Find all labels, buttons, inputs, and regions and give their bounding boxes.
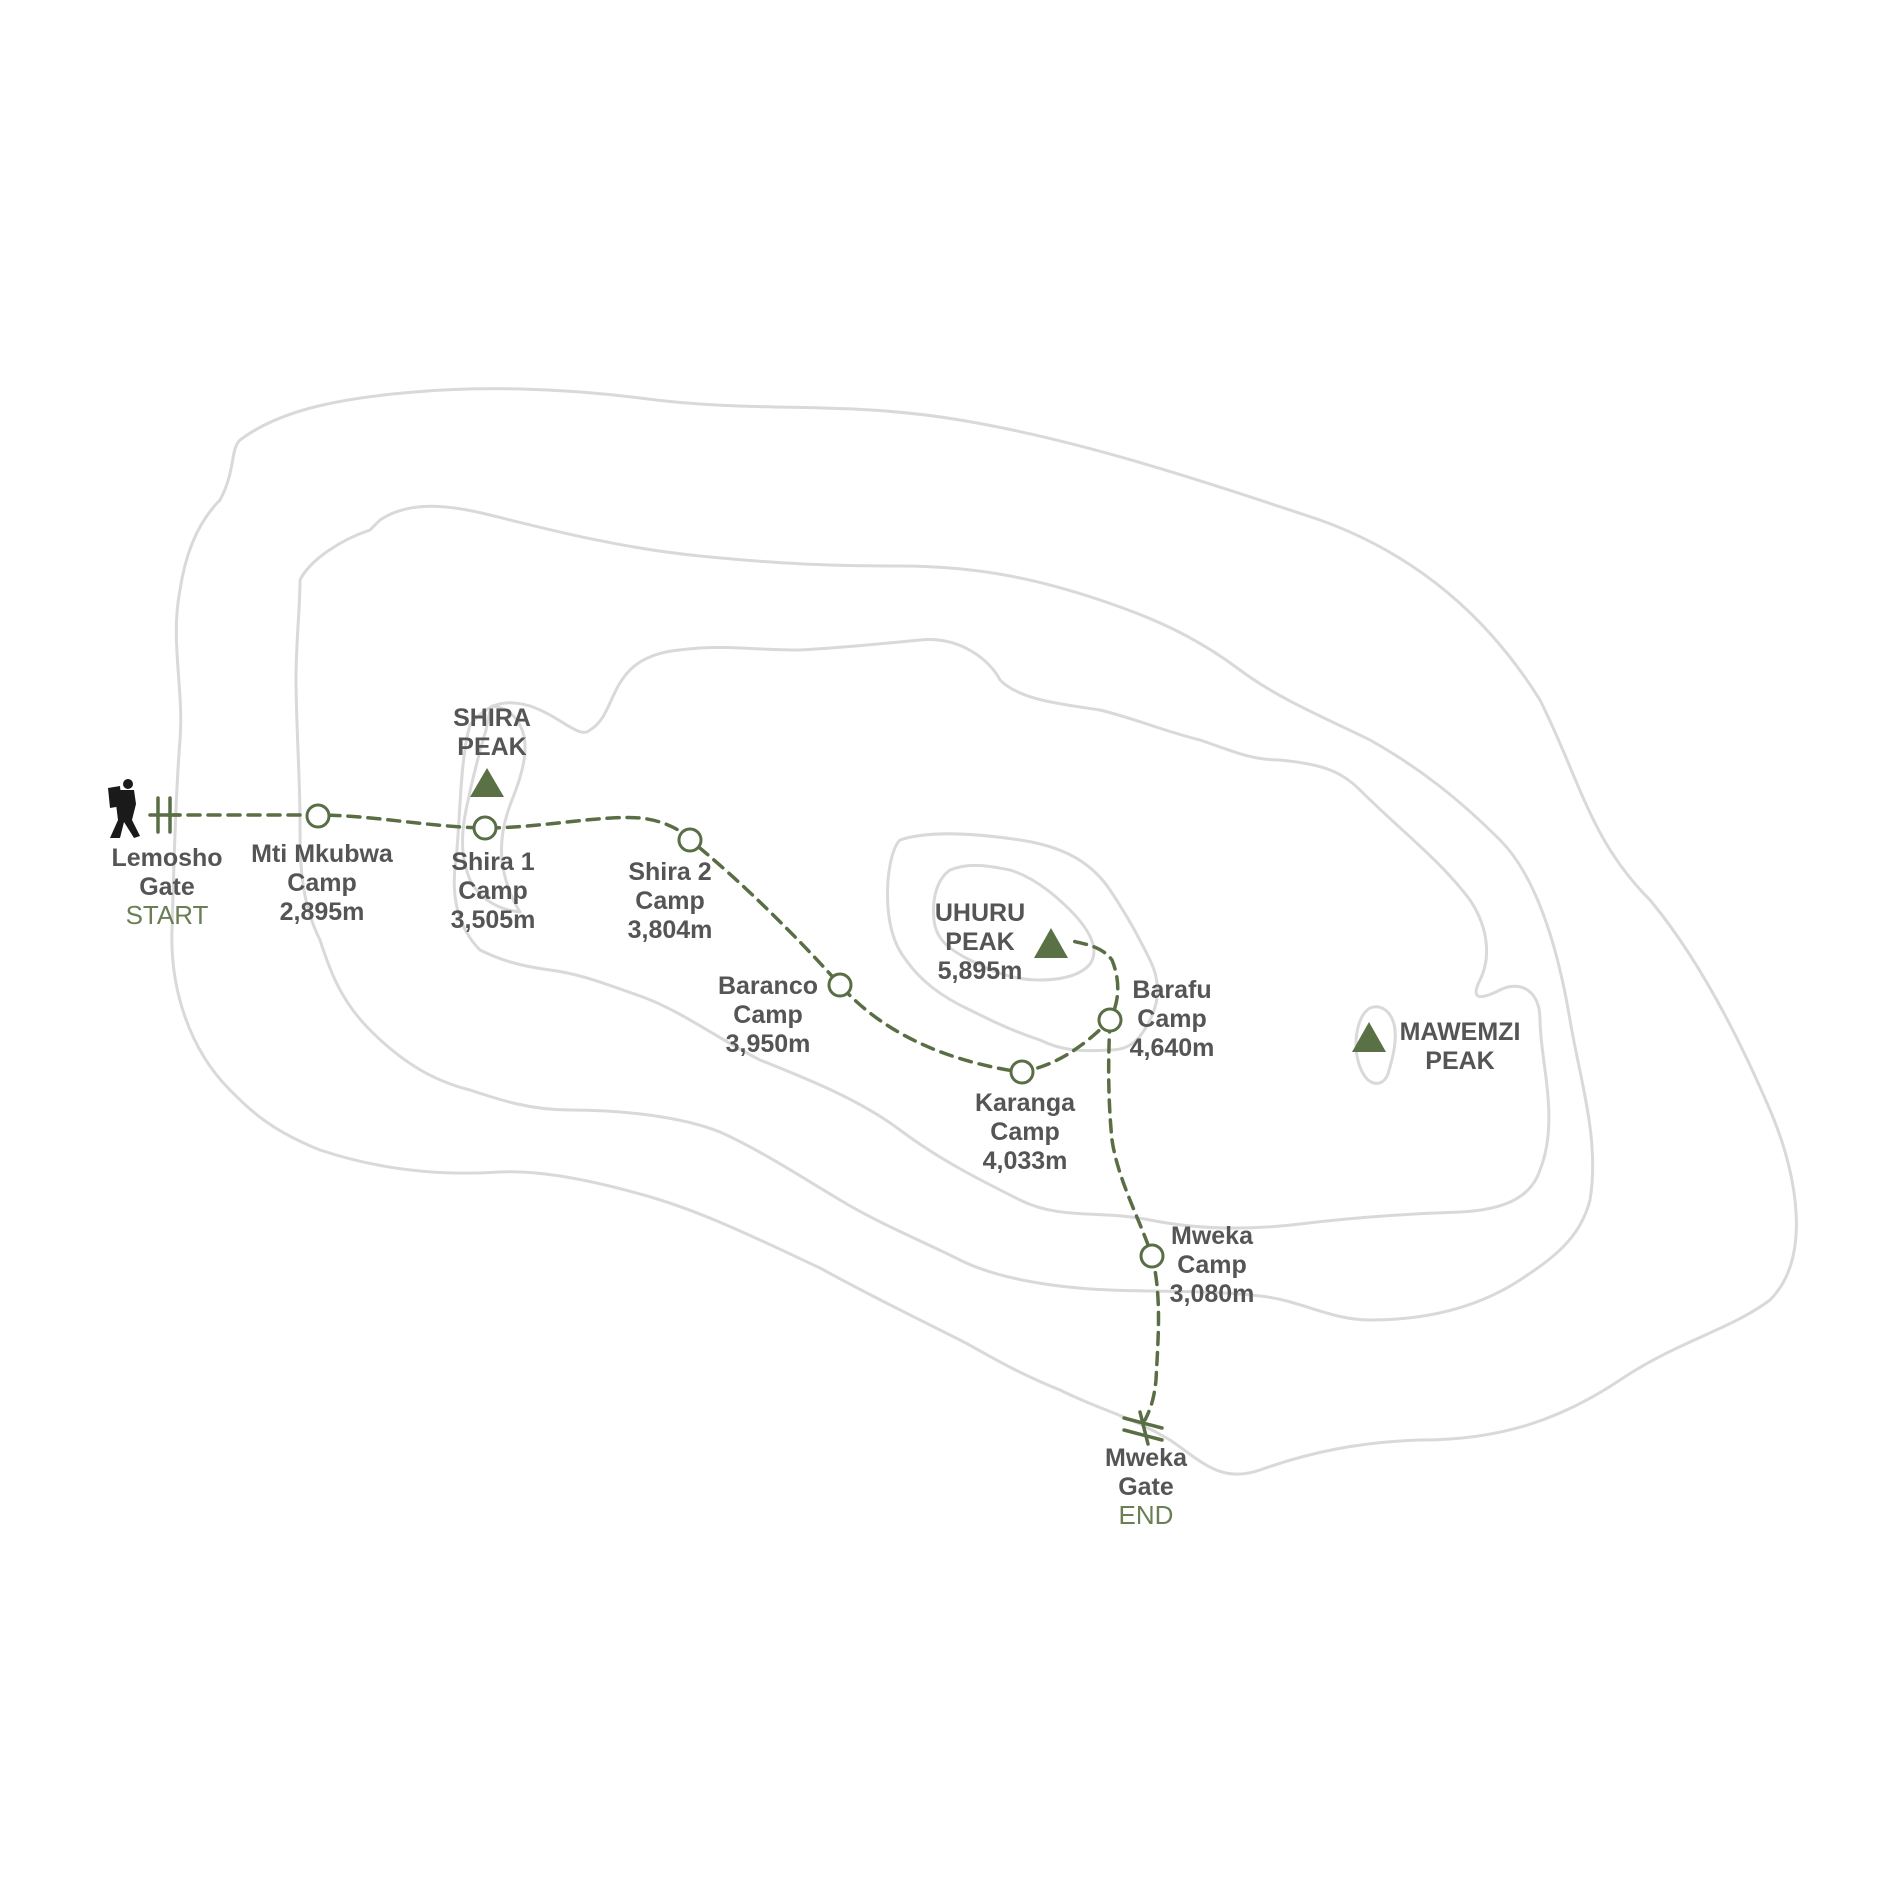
camp-label-shira-2: Shira 2 Camp 3,804m	[628, 858, 713, 944]
camp-dot-shira-1	[472, 815, 498, 841]
camp-label-mweka: Mweka Camp 3,080m	[1170, 1222, 1255, 1308]
contour-mawemzi	[1354, 1005, 1397, 1085]
peak-triangle-icon-uhuru	[1034, 928, 1068, 958]
svg-text:Baranco: Baranco	[718, 972, 818, 1000]
peak-label-uhuru: UHURU PEAK 5,895m	[935, 899, 1025, 985]
svg-text:Shira 2: Shira 2	[628, 858, 711, 886]
svg-text:Shira 1: Shira 1	[451, 848, 534, 876]
svg-text:UHURU: UHURU	[935, 899, 1025, 927]
svg-text:START: START	[126, 900, 209, 930]
camp-dot-karanga	[1009, 1059, 1035, 1085]
svg-text:Barafu: Barafu	[1132, 976, 1211, 1004]
svg-text:SHIRA: SHIRA	[453, 704, 531, 732]
svg-text:3,950m: 3,950m	[726, 1030, 811, 1058]
contour-lines	[170, 387, 1798, 1476]
svg-text:3,080m: 3,080m	[1170, 1280, 1255, 1308]
contour-second	[294, 504, 1595, 1322]
svg-text:2,895m: 2,895m	[280, 898, 365, 926]
end-gate-label: Mweka Gate END	[1105, 1444, 1188, 1530]
svg-text:Camp: Camp	[635, 887, 704, 915]
peak-label-mawemzi: MAWEMZI PEAK	[1400, 1018, 1521, 1075]
camp-label-mti-mkubwa: Mti Mkubwa Camp 2,895m	[251, 840, 394, 926]
svg-text:PEAK: PEAK	[945, 928, 1014, 956]
svg-text:Camp: Camp	[1137, 1005, 1206, 1033]
svg-text:PEAK: PEAK	[1425, 1047, 1494, 1075]
svg-text:Lemosho: Lemosho	[111, 844, 222, 872]
svg-text:Camp: Camp	[458, 877, 527, 905]
camp-label-shira-1: Shira 1 Camp 3,505m	[451, 848, 536, 934]
trek-route-descent	[1106, 1018, 1161, 1422]
svg-text:5,895m: 5,895m	[938, 957, 1023, 985]
start-gate-label: Lemosho Gate START	[111, 844, 222, 930]
svg-text:4,640m: 4,640m	[1130, 1034, 1215, 1062]
svg-text:MAWEMZI: MAWEMZI	[1400, 1018, 1521, 1046]
camp-dot-baranco	[827, 972, 853, 998]
svg-text:4,033m: 4,033m	[983, 1147, 1068, 1175]
camp-dot-barafu	[1097, 1007, 1123, 1033]
camp-markers	[305, 803, 1165, 1269]
contour-shira-ridge	[461, 704, 527, 914]
peak-label-shira: SHIRA PEAK	[453, 704, 531, 761]
contour-summit-outer	[886, 832, 1159, 1053]
svg-text:Mweka: Mweka	[1171, 1222, 1254, 1250]
peak-triangle-icon-shira	[470, 768, 504, 797]
hiker-silhouette-icon	[108, 779, 140, 838]
camp-dot-shira-2	[677, 827, 703, 853]
svg-text:Camp: Camp	[733, 1001, 802, 1029]
start-gate-marker	[148, 796, 182, 834]
svg-text:PEAK: PEAK	[457, 733, 526, 761]
trek-route	[166, 813, 1120, 1074]
camp-dot-mweka	[1139, 1243, 1165, 1269]
camp-label-baranco: Baranco Camp 3,950m	[718, 972, 818, 1058]
svg-text:Karanga: Karanga	[975, 1089, 1076, 1117]
svg-text:Mweka: Mweka	[1105, 1444, 1188, 1472]
camp-label-karanga: Karanga Camp 4,033m	[975, 1089, 1076, 1175]
contour-outer	[170, 387, 1798, 1476]
end-gate-marker	[1122, 1410, 1164, 1446]
svg-text:Camp: Camp	[287, 869, 356, 897]
svg-text:Camp: Camp	[990, 1118, 1059, 1146]
svg-text:Camp: Camp	[1177, 1251, 1246, 1279]
svg-text:3,804m: 3,804m	[628, 916, 713, 944]
contour-summit-inner	[932, 863, 1096, 982]
svg-text:Gate: Gate	[139, 873, 195, 901]
peak-triangle-icon-mawemzi	[1352, 1022, 1386, 1052]
camp-label-barafu: Barafu Camp 4,640m	[1130, 976, 1215, 1062]
svg-text:3,505m: 3,505m	[451, 906, 536, 934]
camp-dot-mti-mkubwa	[305, 803, 331, 829]
contour-third	[452, 638, 1551, 1230]
svg-text:Gate: Gate	[1118, 1473, 1174, 1501]
svg-text:Mti Mkubwa: Mti Mkubwa	[251, 840, 394, 868]
svg-text:END: END	[1119, 1500, 1174, 1530]
